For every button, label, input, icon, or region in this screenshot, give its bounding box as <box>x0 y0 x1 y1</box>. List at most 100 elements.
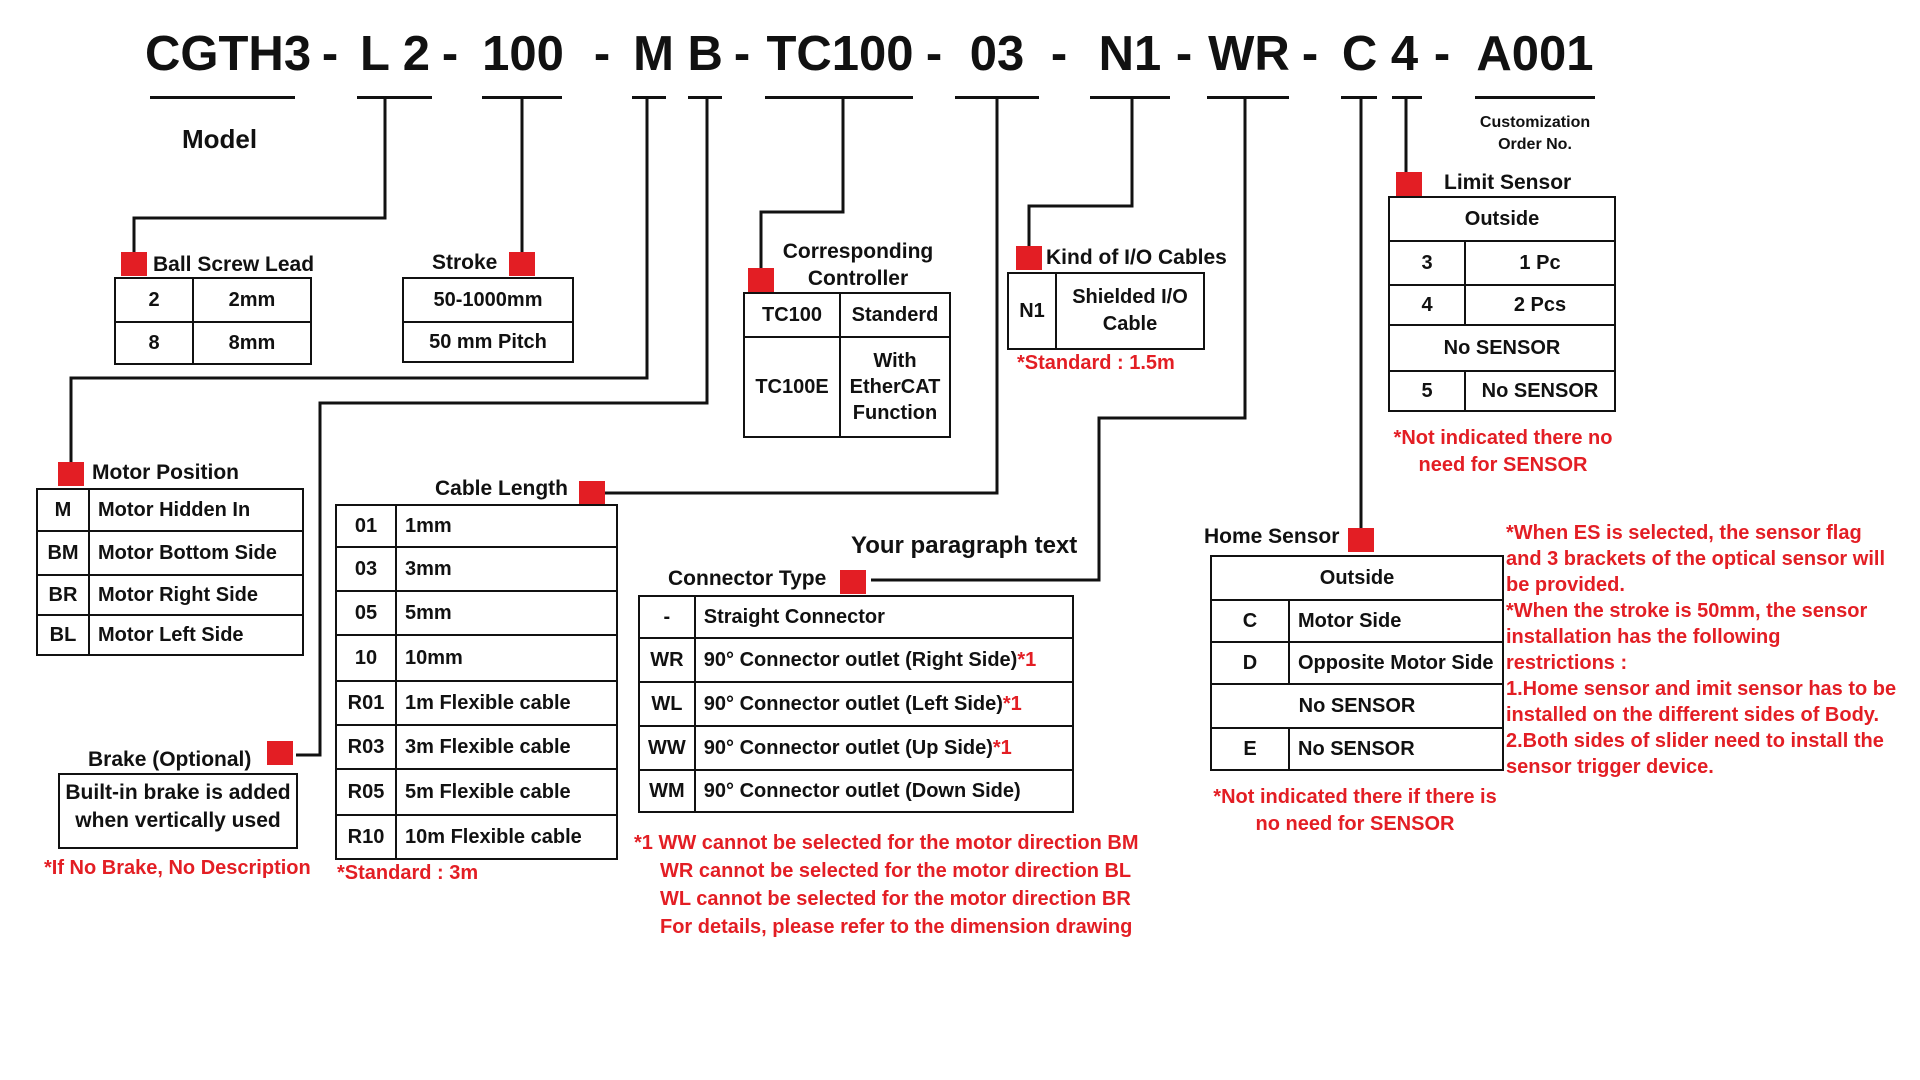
option-desc: 5mm <box>395 590 618 636</box>
option-desc: 90° Connector outlet (Left Side)*1 <box>693 681 1075 727</box>
home-sensor-title: Home Sensor <box>1204 525 1340 548</box>
option-desc: No SENSOR <box>1464 370 1616 412</box>
option-code: R10 <box>335 814 397 860</box>
code-model: CGTH3 <box>145 27 312 81</box>
table-row: -Straight Connector <box>638 595 1075 639</box>
option-desc: 10m Flexible cable <box>395 814 618 860</box>
underline-brake <box>688 96 722 99</box>
option-desc: 2 Pcs <box>1464 284 1616 326</box>
side-note-line: be provided. <box>1506 574 1625 596</box>
code-stroke: 100 <box>482 27 564 81</box>
option-desc: Standerd <box>839 292 951 338</box>
table-row: 5 No SENSOR <box>1388 370 1616 412</box>
table-row: BL Motor Left Side <box>36 614 304 656</box>
code-custom: A001 <box>1476 27 1594 81</box>
wire-ball-screw <box>132 96 387 256</box>
code-dash: - <box>593 27 611 81</box>
marker-io <box>1016 246 1042 270</box>
code-homelimit: C 4 <box>1341 27 1419 81</box>
marker-home-sensor <box>1348 528 1374 552</box>
code-dash: - <box>1050 27 1068 81</box>
underline-controller <box>765 96 913 99</box>
option-desc: 90° Connector outlet (Up Side)*1 <box>693 725 1075 771</box>
marker-ball-screw <box>121 252 147 276</box>
option-code: 3 <box>1388 240 1466 286</box>
side-note-line: restrictions : <box>1506 652 1628 674</box>
wire-io <box>1027 96 1134 250</box>
connector-note-2: WR cannot be selected for the motor dire… <box>660 860 1132 882</box>
option-desc: 1 Pc <box>1464 240 1616 286</box>
option-code: 4 <box>1388 284 1466 326</box>
stroke-title: Stroke <box>432 251 498 274</box>
table-row: M Motor Hidden In <box>36 488 304 532</box>
option-desc: Straight Connector <box>693 595 1075 639</box>
option-header: Outside <box>1210 555 1504 601</box>
code-dash: - <box>733 27 751 81</box>
table-row: 3 1 Pc <box>1388 240 1616 286</box>
option-code: R03 <box>335 724 397 770</box>
option-code: WL <box>638 681 696 727</box>
underline-lead <box>357 96 432 99</box>
option-code: 5 <box>1388 370 1466 412</box>
option-desc: 5m Flexible cable <box>395 768 618 816</box>
code-dash: - <box>1301 27 1319 81</box>
option-code: 05 <box>335 590 397 636</box>
option-code: BM <box>36 530 90 576</box>
marker-controller <box>748 268 774 292</box>
code-dash: - <box>441 27 459 81</box>
option-desc: 90° Connector outlet (Down Side) <box>693 769 1075 813</box>
table-row: No SENSOR <box>1388 324 1616 372</box>
code-dash: - <box>1175 27 1193 81</box>
table-row: N1 Shielded I/O Cable <box>1007 272 1205 350</box>
marker-brake <box>267 741 293 765</box>
option-desc: 2mm <box>192 277 312 323</box>
underline-stroke <box>482 96 562 99</box>
option-code: R01 <box>335 680 397 726</box>
brake-note: *If No Brake, No Description <box>44 857 311 879</box>
underline-io <box>1090 96 1170 99</box>
side-note-line: and 3 brackets of the optical sensor wil… <box>1506 548 1885 570</box>
model-label: Model <box>182 124 258 154</box>
underline-home <box>1341 96 1377 99</box>
side-note-line: 1.Home sensor and imit sensor has to be <box>1506 678 1897 700</box>
option-desc: 90° Connector outlet (Right Side)*1 <box>693 637 1075 683</box>
home-sensor-note: *Not indicated there if there is no need… <box>1213 786 1497 835</box>
option-code: D <box>1210 641 1290 685</box>
code-lead: L 2 <box>360 27 430 81</box>
option-code: TC100E <box>743 336 841 438</box>
table-row: 50-1000mm <box>402 277 574 323</box>
ball-screw-title: Ball Screw Lead <box>153 253 315 276</box>
marker-cable-length <box>579 481 605 505</box>
motor-position-table: M Motor Hidden In BM Motor Bottom Side B… <box>36 488 304 656</box>
option-desc: Motor Bottom Side <box>88 530 304 576</box>
option-desc: 3mm <box>395 546 618 592</box>
option-code: M <box>36 488 90 532</box>
option-code: BR <box>36 574 90 616</box>
table-row: TC100E With EtherCAT Function <box>743 336 951 438</box>
option-code: 10 <box>335 634 397 682</box>
option-desc: With EtherCAT Function <box>839 336 951 438</box>
connector-type-title: Connector Type <box>668 567 827 590</box>
underline-model <box>150 96 295 99</box>
option-desc: 1m Flexible cable <box>395 680 618 726</box>
table-row: Outside <box>1210 555 1504 601</box>
limit-sensor-note: *Not indicated there no need for SENSOR <box>1393 427 1613 476</box>
io-note: *Standard : 1.5m <box>1017 352 1175 374</box>
table-row: BM Motor Bottom Side <box>36 530 304 576</box>
code-dash: - <box>321 27 339 81</box>
io-title: Kind of I/O Cables <box>1046 246 1227 269</box>
option-desc: No SENSOR <box>1288 727 1504 771</box>
option-code: E <box>1210 727 1290 771</box>
option-header: No SENSOR <box>1210 683 1504 729</box>
side-note-line: *When ES is selected, the sensor flag <box>1506 522 1862 544</box>
